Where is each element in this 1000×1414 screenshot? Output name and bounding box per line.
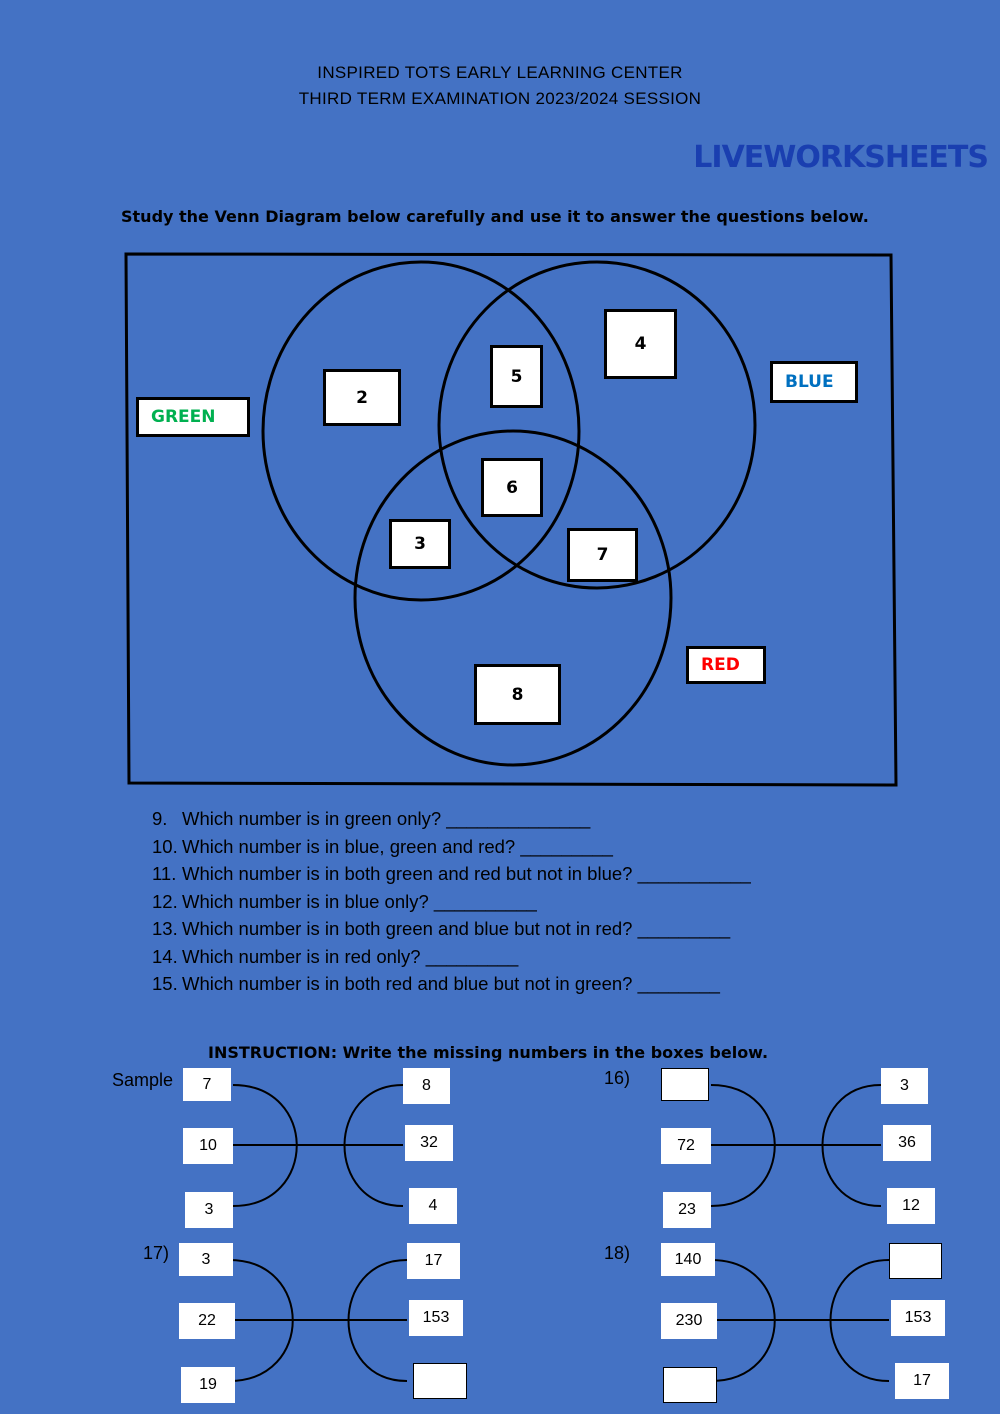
number-box: 153 bbox=[409, 1300, 463, 1336]
question-number: 12. bbox=[152, 890, 178, 912]
universal-set-border bbox=[124, 252, 898, 787]
question-12: 12.Which number is in blue only? _______… bbox=[152, 891, 537, 913]
green-label: GREEN bbox=[136, 397, 250, 437]
number-box: 140 bbox=[661, 1243, 715, 1276]
answer-box[interactable] bbox=[663, 1367, 717, 1403]
question-number: 14. bbox=[152, 945, 178, 967]
number-box: 3 bbox=[185, 1192, 233, 1228]
red-label-text: RED bbox=[701, 655, 740, 675]
green-label-text: GREEN bbox=[151, 407, 216, 427]
question-9: 9. Which number is in green only? _______… bbox=[152, 808, 590, 830]
question-text: Which number is in blue only? __________ bbox=[182, 890, 537, 912]
question-number: 15. bbox=[152, 973, 178, 994]
question-14: 14.Which number is in red only? ________… bbox=[152, 946, 518, 968]
venn-number-blue-only: 4 bbox=[604, 309, 677, 379]
number-box: 19 bbox=[181, 1367, 235, 1403]
number-box: 22 bbox=[179, 1303, 235, 1339]
question-text: Which number is in both green and red bu… bbox=[182, 863, 751, 884]
school-name: INSPIRED TOTS EARLY LEARNING CENTER bbox=[317, 63, 683, 82]
answer-box[interactable] bbox=[661, 1068, 709, 1101]
question-number: 9. bbox=[152, 808, 168, 829]
question-text: Which number is in green only? _________… bbox=[182, 808, 591, 829]
puzzle-label: Sample bbox=[112, 1070, 174, 1090]
question-text: Which number is in blue, green and red? … bbox=[182, 835, 613, 857]
number-box: 12 bbox=[887, 1188, 935, 1224]
green-circle bbox=[261, 260, 581, 602]
puzzle-label: 18) bbox=[604, 1243, 631, 1263]
question-11: 11.Which number is in both green and red… bbox=[152, 863, 751, 885]
liveworksheets-watermark: LIVEWORKSHEETS bbox=[693, 140, 989, 175]
question-15: 15.Which number is in both red and blue … bbox=[152, 973, 720, 995]
question-10: 10.Which number is in blue, green and re… bbox=[152, 836, 613, 858]
venn-instruction: Study the Venn Diagram below carefully a… bbox=[121, 207, 869, 226]
number-box: 7 bbox=[183, 1068, 231, 1101]
venn-number-blue-red: 7 bbox=[567, 528, 638, 582]
question-13: 13.Which number is in both green and blu… bbox=[152, 918, 730, 940]
question-number: 13. bbox=[152, 918, 178, 939]
venn-number-green-only: 2 bbox=[323, 369, 401, 426]
number-box: 153 bbox=[891, 1300, 945, 1336]
puzzle-label: 17) bbox=[143, 1243, 170, 1263]
number-box: 3 bbox=[881, 1068, 928, 1104]
blue-label: BLUE bbox=[770, 361, 858, 403]
number-box: 17 bbox=[407, 1243, 460, 1279]
question-number: 10. bbox=[152, 835, 178, 857]
number-box: 10 bbox=[183, 1128, 233, 1164]
red-circle bbox=[353, 429, 673, 767]
number-box: 23 bbox=[663, 1192, 711, 1228]
venn-number-red-only: 8 bbox=[474, 664, 561, 725]
question-number: 11. bbox=[152, 863, 177, 884]
blue-label-text: BLUE bbox=[785, 372, 834, 392]
number-box: 17 bbox=[895, 1363, 949, 1399]
puzzle-instruction: INSTRUCTION: Write the missing numbers i… bbox=[208, 1043, 769, 1062]
exam-title: THIRD TERM EXAMINATION 2023/2024 SESSION bbox=[298, 89, 702, 108]
answer-box[interactable] bbox=[413, 1363, 467, 1399]
blue-circle bbox=[437, 260, 757, 590]
number-box: 230 bbox=[661, 1303, 717, 1339]
number-box: 72 bbox=[661, 1128, 711, 1164]
question-text: Which number is in both red and blue but… bbox=[182, 973, 720, 994]
question-text: Which number is in red only? _________ bbox=[182, 945, 519, 967]
number-box: 3 bbox=[179, 1243, 233, 1276]
number-box: 8 bbox=[403, 1068, 450, 1104]
venn-number-green-red: 3 bbox=[389, 519, 451, 569]
number-box: 4 bbox=[409, 1188, 457, 1224]
venn-number-green-blue: 5 bbox=[490, 345, 543, 408]
number-box: 32 bbox=[405, 1125, 453, 1161]
red-label: RED bbox=[686, 646, 766, 684]
question-text: Which number is in both green and blue b… bbox=[182, 918, 731, 939]
number-box: 36 bbox=[883, 1125, 931, 1161]
answer-box[interactable] bbox=[889, 1243, 942, 1279]
venn-number-all: 6 bbox=[481, 458, 543, 517]
puzzle-label: 16) bbox=[604, 1068, 631, 1088]
